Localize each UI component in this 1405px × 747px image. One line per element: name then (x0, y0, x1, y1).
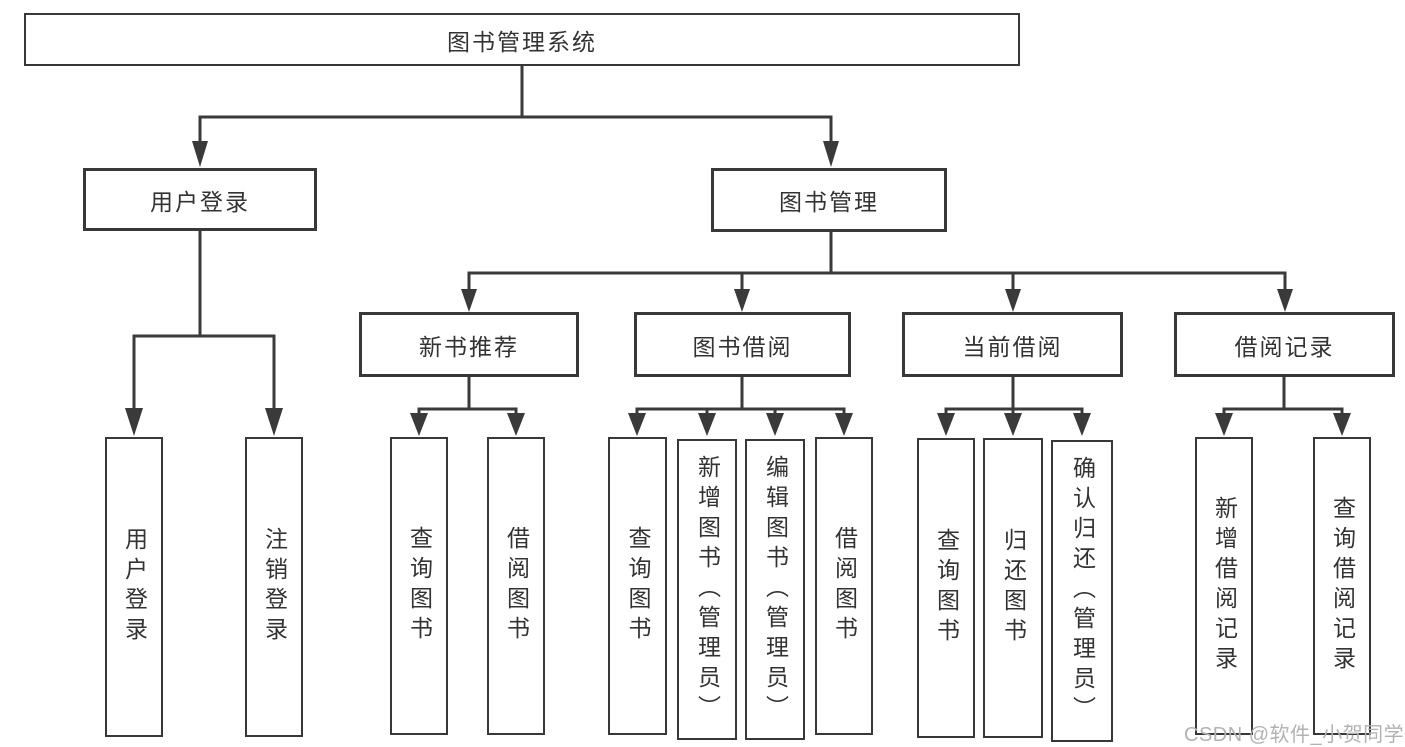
leaf-query-books-borrow: 查询图书 (608, 437, 667, 735)
leaf-query-books-borrow-label: 查询图书 (625, 526, 651, 646)
node-borrowing-records-label: 借阅记录 (1234, 333, 1335, 360)
leaf-borrow-books-recommend: 借阅图书 (487, 437, 545, 735)
node-book-management-label: 图书管理 (779, 189, 879, 215)
node-user-login: 用户登录 (83, 168, 317, 231)
leaf-confirm-return-admin-label: 确认归还（管理员） (1069, 456, 1096, 726)
leaf-edit-book-admin: 编辑图书（管理员） (745, 439, 805, 740)
leaf-query-books-current-label: 查询图书 (933, 528, 960, 648)
leaf-confirm-return-admin: 确认归还（管理员） (1051, 440, 1113, 742)
leaf-add-borrow-record-label: 新增借阅记录 (1211, 496, 1238, 676)
leaf-query-borrow-record: 查询借阅记录 (1313, 437, 1371, 735)
leaf-query-borrow-record-label: 查询借阅记录 (1329, 496, 1356, 676)
leaf-add-borrow-record: 新增借阅记录 (1195, 437, 1253, 735)
node-root: 图书管理系统 (24, 13, 1020, 66)
node-new-book-recommend: 新书推荐 (359, 312, 579, 377)
node-current-borrowing-label: 当前借阅 (962, 333, 1063, 360)
leaf-logout-label: 注销登录 (261, 527, 288, 647)
leaf-return-books: 归还图书 (983, 438, 1043, 738)
node-user-login-label: 用户登录 (150, 188, 250, 215)
leaf-borrow-books-borrow: 借阅图书 (815, 437, 873, 735)
leaf-borrow-books-recommend-label: 借阅图书 (503, 526, 530, 646)
node-book-management: 图书管理 (711, 168, 947, 232)
node-current-borrowing: 当前借阅 (902, 312, 1123, 377)
leaf-add-book-admin: 新增图书（管理员） (677, 439, 737, 740)
leaf-query-books-current: 查询图书 (917, 438, 975, 738)
node-new-book-recommend-label: 新书推荐 (419, 333, 519, 360)
leaf-user-login-label: 用户登录 (121, 527, 148, 647)
leaf-logout: 注销登录 (245, 437, 303, 737)
leaf-borrow-books-borrow-label: 借阅图书 (831, 526, 858, 646)
node-root-label: 图书管理系统 (447, 28, 597, 55)
leaf-query-books-recommend-label: 查询图书 (406, 526, 433, 646)
watermark-text: CSDN @软件_小贺同学 (1184, 724, 1405, 746)
node-book-borrowing: 图书借阅 (634, 312, 851, 377)
leaf-add-book-admin-label: 新增图书（管理员） (694, 454, 721, 725)
node-borrowing-records: 借阅记录 (1174, 312, 1395, 377)
leaf-edit-book-admin-label: 编辑图书（管理员） (762, 454, 789, 725)
node-book-borrowing-label: 图书借阅 (692, 333, 793, 360)
leaf-return-books-label: 归还图书 (1000, 528, 1027, 648)
leaf-user-login: 用户登录 (105, 437, 163, 737)
leaf-query-books-recommend: 查询图书 (390, 437, 448, 735)
